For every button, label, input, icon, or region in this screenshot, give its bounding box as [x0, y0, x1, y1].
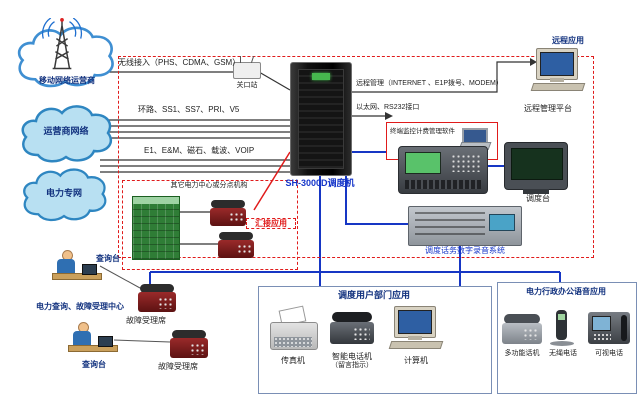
- e1-link-label: E1、E&M、磁石、载波、VOIP: [144, 146, 255, 155]
- console-label: 调度台: [526, 194, 550, 203]
- operator-desk-icon: [52, 248, 102, 286]
- smart-phone-note: （留言指示）: [331, 362, 373, 369]
- mobile-network-label: 移动网络运营商: [39, 76, 95, 85]
- video-phone-icon: [588, 312, 630, 344]
- cordless-phone-icon: [550, 310, 574, 346]
- remote-mgmt-label: 远程管理（INTERNET 、E1P拨号、MODEM）: [356, 80, 503, 87]
- video-phone-label: 可视电话: [595, 350, 623, 357]
- power-network-cloud: [23, 168, 107, 222]
- gateway-label: 关口站: [236, 82, 258, 89]
- fax-machine-icon: [270, 305, 318, 350]
- inquiry-desk-label: 查询台: [82, 360, 106, 369]
- fault-seat-label: 故障受理席: [126, 316, 166, 325]
- power-network-label: 电力专网: [45, 188, 82, 198]
- branch-phone-icon: [218, 232, 254, 258]
- dept-computer-label: 计算机: [404, 356, 428, 365]
- tandem-label: 汇接应用: [246, 218, 296, 230]
- remote-platform-label: 远程管理平台: [524, 104, 572, 113]
- pbx-cabinet-icon: [132, 196, 180, 260]
- branch-phone-icon: [210, 200, 246, 226]
- recorder-label: 调度话务数字录音系统: [425, 246, 505, 255]
- fax-label: 传真机: [281, 356, 305, 365]
- fault-phone-icon: [170, 330, 208, 358]
- inquiry-center-title: 电力查询、故障受理中心: [36, 302, 124, 311]
- fault-seat-label: 故障受理席: [158, 362, 198, 371]
- dispatch-console-icon: [398, 146, 488, 194]
- smart-phone-label: 智能电话机: [332, 352, 372, 361]
- inquiry-desk-label: 查询台: [96, 254, 120, 263]
- dept-users-title: 调度用户部门应用: [337, 290, 410, 300]
- recorder-rack-icon: [408, 206, 522, 246]
- remote-app-label: 远程应用: [552, 36, 584, 45]
- branch-center-dashed-region: [122, 180, 298, 270]
- ethernet-label: 以太网、RS232接口: [356, 104, 420, 111]
- trunk-link-label: 环路、SS1、SS7、PRI、V5: [138, 105, 240, 114]
- console-monitor-icon: [504, 142, 568, 194]
- core-system-dashed-region: [118, 56, 594, 258]
- operator-desk-icon: [68, 320, 118, 358]
- fault-phone-icon: [138, 284, 176, 312]
- cell-tower-icon: [41, 18, 83, 70]
- rack-screen: [312, 73, 330, 80]
- branch-center-title: 其它电力中心或分点机构: [170, 182, 248, 189]
- office-voice-title: 电力行政办公语音应用: [526, 287, 606, 296]
- wireless-gateway-icon: [233, 56, 261, 79]
- smart-phone-icon: [330, 312, 374, 344]
- multi-function-phone-label: 多功能话机: [504, 350, 540, 357]
- carrier-network-cloud: [21, 105, 113, 163]
- wireless-link-label: 无线接入（PHS、CDMA、GSM）: [118, 58, 241, 67]
- cordless-phone-label: 无绳电话: [549, 350, 577, 357]
- rack-front-panel: [298, 69, 344, 169]
- billing-software-label: 终端监控计费管理软件: [390, 128, 455, 135]
- multi-function-phone-icon: [502, 314, 542, 344]
- dispatcher-rack-icon: [290, 62, 352, 176]
- dispatcher-label: SH-3000D调度机: [285, 178, 355, 188]
- carrier-network-label: 运营商网络: [43, 126, 89, 136]
